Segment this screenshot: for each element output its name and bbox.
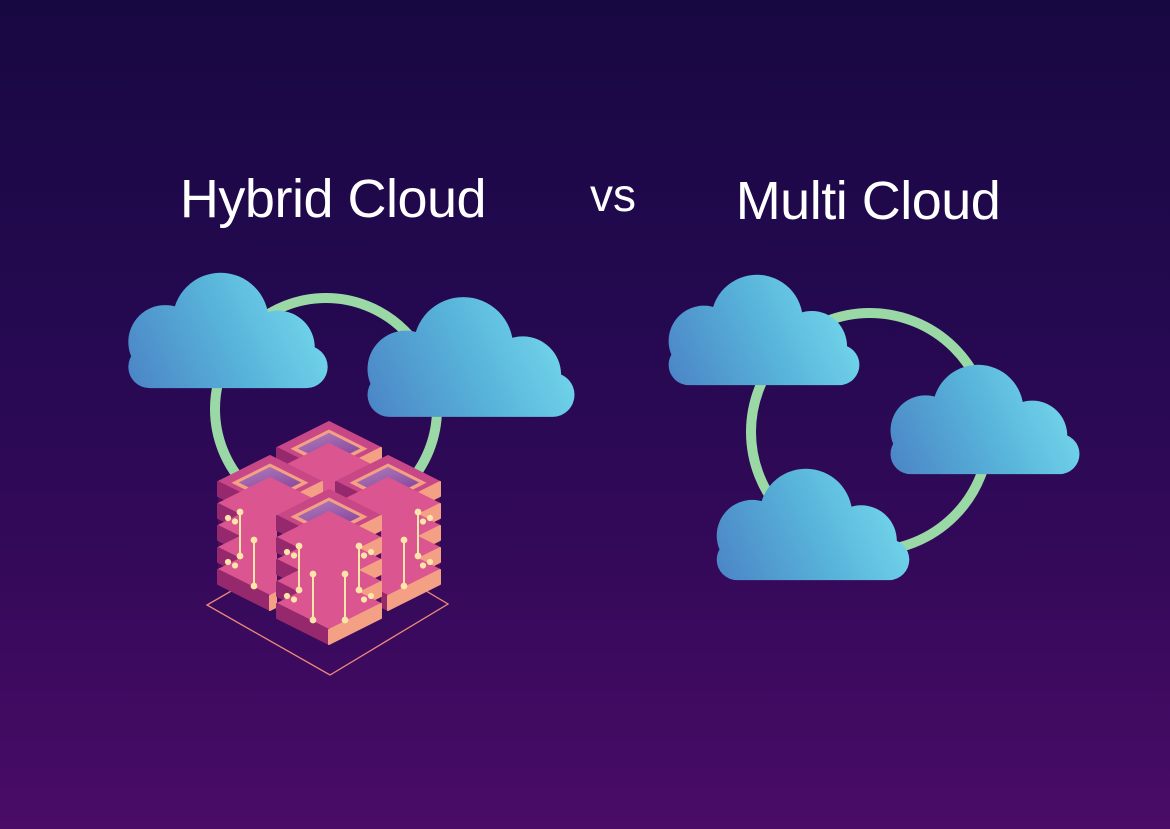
- title-vs: vs: [590, 169, 636, 221]
- title-multi-cloud: Multi Cloud: [735, 171, 1001, 231]
- cloud-icon: [128, 272, 328, 389]
- cloud-icon: [367, 297, 575, 417]
- title-hybrid-cloud: Hybrid Cloud: [179, 169, 487, 229]
- server-stack-icon: [205, 414, 450, 676]
- cloud-icon: [716, 468, 910, 581]
- cloud-icon: [668, 274, 860, 386]
- cloud-icon: [890, 364, 1080, 475]
